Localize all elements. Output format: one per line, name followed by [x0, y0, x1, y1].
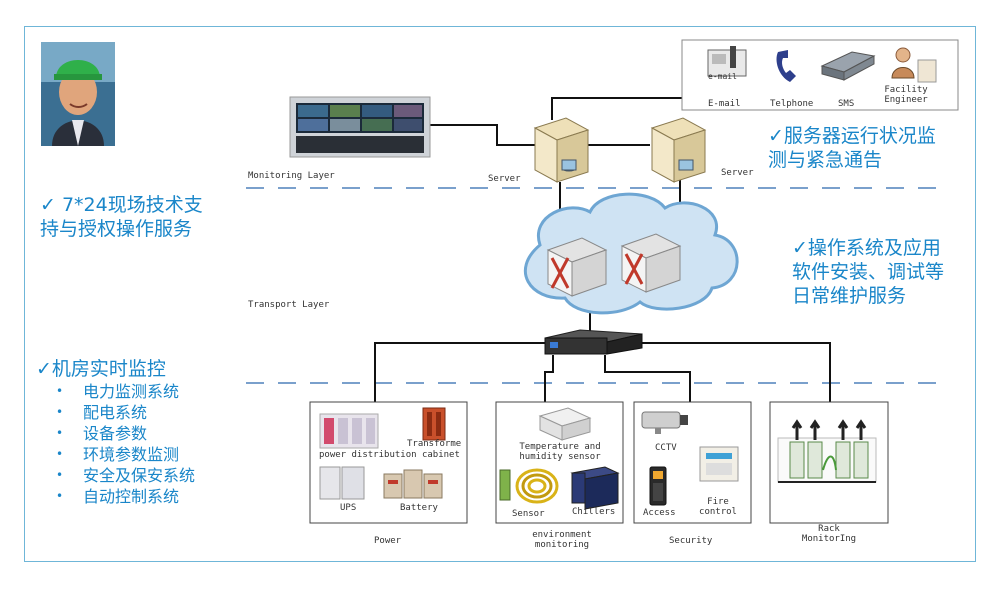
check-icon: ✓: [40, 194, 56, 216]
outer-frame: [24, 26, 976, 562]
server-right: [650, 117, 707, 183]
transformer-image: [422, 407, 446, 441]
list-item: 安全及保安系统: [36, 465, 256, 486]
engineer-label: Facility Engineer: [884, 85, 928, 105]
sms-label: SMS: [838, 99, 855, 109]
router-right: [620, 233, 682, 293]
room-monitor-list: 电力监测系统 配电系统 设备参数 环境参数监测 安全及保安系统 自动控制系统: [36, 381, 256, 507]
security-group-label: Security: [669, 536, 713, 546]
sensor-label: Sensor: [512, 509, 545, 519]
switch-power-link: [374, 342, 545, 402]
check-icon: ✓: [792, 237, 808, 259]
rack-airflow-image: [777, 419, 877, 483]
list-item: 电力监测系统: [36, 381, 256, 402]
cctv-label: CCTV: [655, 443, 677, 453]
telephone-icon: [776, 50, 796, 82]
switch-security-link: [604, 355, 691, 402]
video-wall: [289, 96, 431, 158]
service-os-install: ✓操作系统及应用 软件安装、调试等 日常维护服务: [792, 237, 945, 307]
list-item: 环境参数监测: [36, 444, 256, 465]
transport-layer-label: Transport Layer: [248, 300, 330, 310]
switch-rack-link: [640, 342, 831, 402]
fire-control-label: Fire control: [699, 497, 737, 517]
router-left: [546, 237, 608, 297]
server-left: [533, 117, 590, 183]
sms-modem-icon: [820, 51, 876, 81]
th-sensor-label: Temperature and humidity sensor: [519, 442, 601, 462]
chillers-label: Chillers: [572, 507, 616, 517]
list-item: 设备参数: [36, 423, 256, 444]
power-group-label: Power: [374, 536, 402, 546]
telphone-label: Telphone: [770, 99, 814, 109]
network-switch: [544, 329, 643, 355]
cctv-camera-image: [641, 411, 688, 434]
access-reader-image: [649, 466, 667, 506]
service-server-notify: ✓服务器运行状况监 测与紧急通告: [768, 125, 936, 171]
battery-label: Battery: [400, 503, 438, 513]
monitoring-layer-label: Monitoring Layer: [248, 171, 335, 181]
videowall-server-link: [430, 124, 535, 146]
rack-group-label: Rack MonitorIng: [801, 524, 857, 544]
service-room-monitor: ✓机房实时监控 电力监测系统 配电系统 设备参数 环境参数监测 安全及保安系统 …: [36, 357, 256, 507]
check-icon: ✓: [36, 358, 52, 380]
chillers-image: [570, 466, 620, 510]
battery-image: [383, 469, 443, 499]
ups-image: [319, 466, 365, 500]
engineer-icon: [891, 47, 937, 83]
ups-label: UPS: [340, 503, 357, 513]
distribution-cabinet-image: [319, 413, 379, 449]
cabinet-label: power distribution cabinet: [319, 450, 460, 460]
room-monitor-title: 机房实时监控: [51, 358, 166, 380]
email-label: E-mail: [708, 99, 741, 109]
transformer-label: Transforme: [407, 439, 462, 449]
engineer-photo: [41, 42, 115, 146]
switch-env-link: [544, 355, 554, 402]
access-label: Access: [643, 508, 676, 518]
list-item: 自动控制系统: [36, 486, 256, 507]
sensor-cable-image: [499, 468, 559, 504]
server-notify-link: [551, 97, 682, 120]
email-icon-label: e-mail: [708, 72, 737, 81]
environment-group-label: environment monitoring: [532, 530, 592, 550]
temperature-sensor-image: [538, 407, 592, 441]
list-item: 配电系统: [36, 402, 256, 423]
server-left-label: Server: [488, 174, 521, 184]
fire-control-panel-image: [699, 446, 739, 482]
check-icon: ✓: [768, 125, 784, 147]
server-right-label: Server: [721, 168, 754, 178]
email-device-icon: [707, 46, 747, 77]
service-onsite-support: ✓ 7*24现场技术支 持与授权操作服务: [40, 194, 203, 240]
